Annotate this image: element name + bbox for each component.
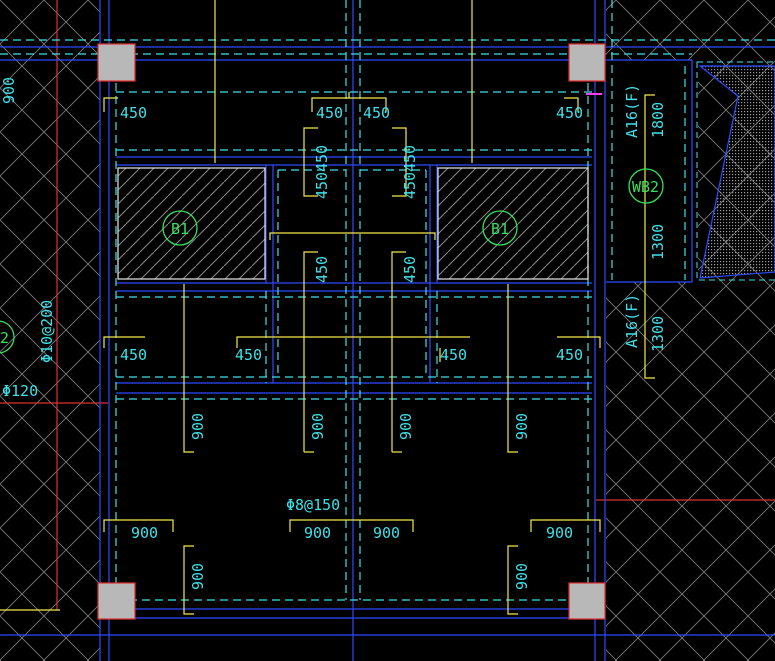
note-a16-bottom: A16(F) — [623, 294, 641, 348]
dim-450-mid-center-1: 450 — [235, 346, 262, 364]
stair-fill — [698, 65, 775, 279]
dim-450-top-center-2: 450 — [363, 104, 390, 122]
tag-b1-left: B1 — [171, 220, 189, 238]
dim-450-vertical-2: 450 — [401, 145, 419, 172]
tag-wb2: WB2 — [632, 178, 659, 196]
note-a16-top: A16(F) — [623, 84, 641, 138]
tag-circles — [0, 168, 664, 354]
dim-900-bottom-center-1: 900 — [304, 524, 331, 542]
dim-450-mid-right: 450 — [556, 346, 583, 364]
rebar-note-left: Φ10@200 — [38, 300, 56, 363]
dim-900-vertical-2: 900 — [309, 413, 327, 440]
dim-900-vertical-1: 900 — [189, 413, 207, 440]
dim-450-top-left: 450 — [120, 104, 147, 122]
dim-1300-b: 1300 — [649, 316, 667, 352]
opening-left — [117, 167, 266, 280]
dim-1800: 1800 — [649, 102, 667, 138]
dim-900-bottom-center-2: 900 — [373, 524, 400, 542]
dim-900-far-left: 900 — [0, 77, 18, 104]
tag-b1-right: B1 — [491, 220, 509, 238]
dim-900-bottom-right: 900 — [546, 524, 573, 542]
dim-450-vertical-4: 450 — [401, 172, 419, 199]
dim-450-vertical-3: 450 — [313, 172, 331, 199]
hatch-left — [0, 0, 100, 661]
dim-450-vertical-1: 450 — [313, 145, 331, 172]
dim-900-vertical-bottom-right: 900 — [513, 563, 531, 590]
dim-450-vertical-5: 450 — [313, 256, 331, 283]
dimension-brackets — [0, 0, 655, 615]
dim-900-vertical-3: 900 — [397, 413, 415, 440]
dim-900-vertical-4: 900 — [513, 413, 531, 440]
tag-left-partial: 2 — [0, 329, 9, 347]
opening-right — [437, 167, 589, 280]
axis-lines — [0, 0, 775, 610]
dim-450-mid-center-2: 450 — [440, 346, 467, 364]
dim-900-vertical-bottom-left: 900 — [189, 563, 207, 590]
rebar-note-bottom: Φ8@150 — [286, 496, 340, 514]
dim-1300-a: 1300 — [649, 224, 667, 260]
dim-900-bottom-left: 900 — [131, 524, 158, 542]
dim-450-mid-left: 450 — [120, 346, 147, 364]
columns — [97, 43, 606, 620]
dim-450-vertical-6: 450 — [401, 256, 419, 283]
dim-450-top-right: 450 — [556, 104, 583, 122]
dim-450-top-center-1: 450 — [316, 104, 343, 122]
rebar-note-left-partial: Φ120 — [2, 382, 38, 400]
